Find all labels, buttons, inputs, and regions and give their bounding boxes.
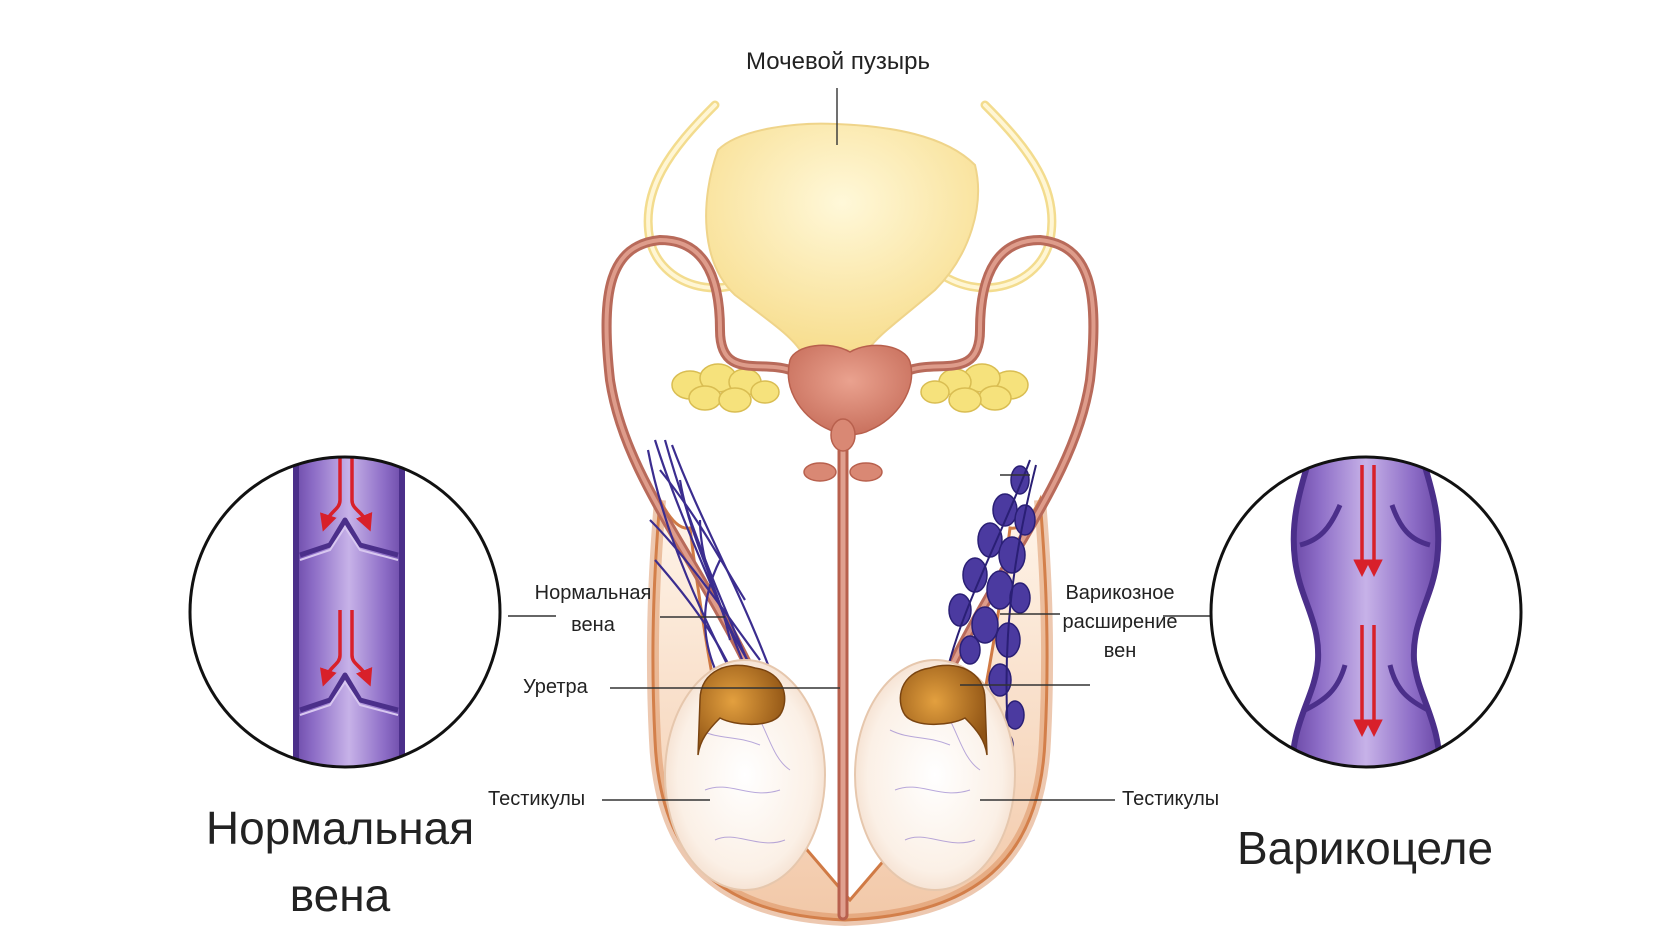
label-varicose-line2: расширение	[1062, 611, 1178, 633]
label-testicles-left: Тестикулы	[488, 788, 586, 810]
leader-lines	[508, 88, 1212, 801]
title-varicocele: Варикоцеле	[1236, 822, 1494, 874]
label-normal-vein-line2: вена	[571, 614, 615, 636]
label-testicles-right: Тестикулы	[1122, 788, 1220, 810]
label-varicose-line3: вен	[1103, 640, 1137, 662]
label-urethra: Уретра	[523, 676, 588, 698]
prostate	[787, 344, 913, 436]
urethra	[803, 418, 883, 921]
label-normal-vein-line1: Нормальная	[534, 582, 652, 604]
varicose-vein-inset	[1209, 455, 1523, 769]
normal-vein-inset	[188, 455, 502, 769]
title-normal-vein: Нормальная вена	[170, 795, 510, 928]
label-varicose-line1: Варикозное	[1065, 582, 1175, 604]
bladder	[705, 122, 979, 351]
label-normal-vein: Нормальная вена	[508, 580, 678, 638]
title-normal-vein-line1: Нормальная	[205, 802, 475, 854]
title-normal-vein-line2: вена	[289, 868, 391, 921]
normal-veins	[646, 439, 772, 691]
label-varicose-veins: Варикозное расширение вен	[1045, 580, 1195, 664]
seminal-vesicles	[671, 363, 1029, 413]
label-bladder: Мочевой пузырь	[746, 48, 930, 75]
